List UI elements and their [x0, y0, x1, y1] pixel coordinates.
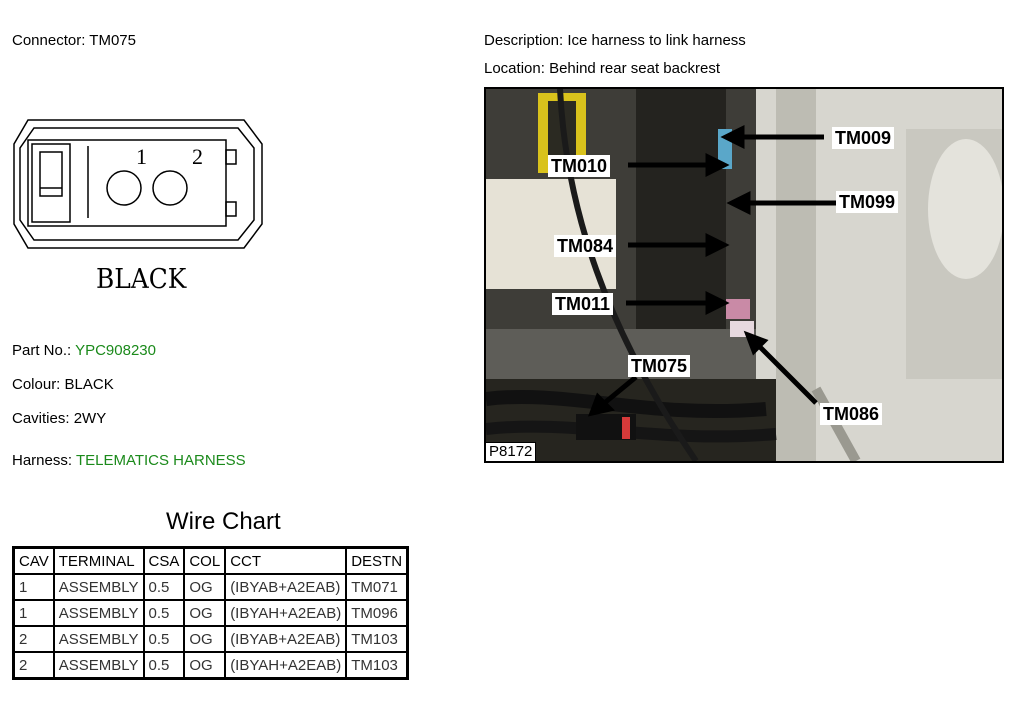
harness-label: Harness: — [12, 452, 73, 469]
cavity-number-2: 2 — [192, 144, 203, 169]
cell-cct: (IBYAH+A2EAB) — [224, 651, 348, 680]
cell-destn: TM103 — [345, 651, 409, 680]
cell-csa: 0.5 — [142, 599, 186, 627]
cell-destn: TM096 — [345, 599, 409, 627]
cavities-value: 2WY — [73, 410, 107, 427]
wire-chart-table: CAV TERMINAL CSA COL CCT DESTN 1 ASSEMBL… — [12, 546, 410, 680]
cell-terminal: ASSEMBLY — [52, 599, 145, 627]
table-row: 1 ASSEMBLY 0.5 OG (IBYAB+A2EAB) TM071 — [12, 573, 409, 601]
cell-cav: 2 — [12, 651, 55, 680]
location-label: Location: — [484, 60, 545, 77]
colour-line: Colour: BLACK — [12, 376, 114, 393]
part-no-label: Part No.: — [12, 342, 72, 359]
wire-chart-title: Wire Chart — [166, 508, 281, 535]
location-value: Behind rear seat backrest — [549, 60, 720, 77]
callout-tm075: TM075 — [628, 355, 691, 377]
cell-col: OG — [183, 599, 227, 627]
cell-terminal: ASSEMBLY — [52, 625, 145, 653]
header-csa: CSA — [142, 546, 186, 575]
cell-cav: 1 — [12, 599, 55, 627]
table-row: 2 ASSEMBLY 0.5 OG (IBYAH+A2EAB) TM103 — [12, 651, 409, 680]
callout-tm011: TM011 — [552, 293, 614, 315]
cell-cav: 2 — [12, 625, 55, 653]
table-row: 1 ASSEMBLY 0.5 OG (IBYAH+A2EAB) TM096 — [12, 599, 409, 627]
header-terminal: TERMINAL — [52, 546, 145, 575]
location-line: Location: Behind rear seat backrest — [484, 60, 720, 77]
cell-cav: 1 — [12, 573, 55, 601]
colour-label: Colour: — [12, 376, 61, 393]
cell-csa: 0.5 — [142, 651, 186, 680]
cell-cct: (IBYAH+A2EAB) — [224, 599, 348, 627]
callout-tm086: TM086 — [820, 403, 883, 425]
cell-cct: (IBYAB+A2EAB) — [224, 625, 348, 653]
harness-line: Harness: TELEMATICS HARNESS — [12, 452, 246, 469]
description-value: Ice harness to link harness — [567, 32, 746, 49]
header-cct: CCT — [224, 546, 348, 575]
connector-color-caption: BLACK — [96, 264, 187, 295]
photo-scene — [486, 89, 1002, 461]
cell-destn: TM071 — [345, 573, 409, 601]
cell-col: OG — [183, 625, 227, 653]
part-no-value: YPC908230 — [75, 342, 156, 359]
colour-value: BLACK — [64, 376, 114, 393]
cell-cct: (IBYAB+A2EAB) — [224, 573, 348, 601]
table-row: 2 ASSEMBLY 0.5 OG (IBYAB+A2EAB) TM103 — [12, 625, 409, 653]
header-cav: CAV — [12, 546, 55, 575]
cell-terminal: ASSEMBLY — [52, 573, 145, 601]
cavity-number-1: 1 — [136, 144, 147, 169]
header-col: COL — [183, 546, 227, 575]
description-label: Description: — [484, 32, 564, 49]
connector-face-drawing: 1 2 — [13, 119, 263, 249]
harness-value: TELEMATICS HARNESS — [75, 452, 246, 469]
connector-id: TM075 — [89, 32, 136, 49]
cavities-label: Cavities: — [12, 410, 70, 427]
cell-col: OG — [183, 573, 227, 601]
callout-tm084: TM084 — [554, 235, 617, 257]
cell-csa: 0.5 — [142, 573, 186, 601]
location-photo: TM009 TM010 TM099 TM084 TM011 TM075 TM08… — [484, 87, 1004, 463]
cell-col: OG — [183, 651, 227, 680]
cell-destn: TM103 — [345, 625, 409, 653]
cell-csa: 0.5 — [142, 625, 186, 653]
cavities-line: Cavities: 2WY — [12, 410, 106, 427]
callout-tm009: TM009 — [832, 127, 895, 149]
callout-tm099: TM099 — [836, 191, 899, 213]
part-no-line: Part No.: YPC908230 — [12, 342, 156, 359]
table-header-row: CAV TERMINAL CSA COL CCT DESTN — [12, 546, 409, 575]
header-destn: DESTN — [345, 546, 409, 575]
connector-label: Connector: — [12, 32, 86, 49]
callout-tm010: TM010 — [548, 155, 611, 177]
description-line: Description: Ice harness to link harness — [484, 32, 746, 49]
connector-line: Connector: TM075 — [12, 32, 136, 49]
cell-terminal: ASSEMBLY — [52, 651, 145, 680]
photo-reference-tag: P8172 — [486, 442, 537, 461]
